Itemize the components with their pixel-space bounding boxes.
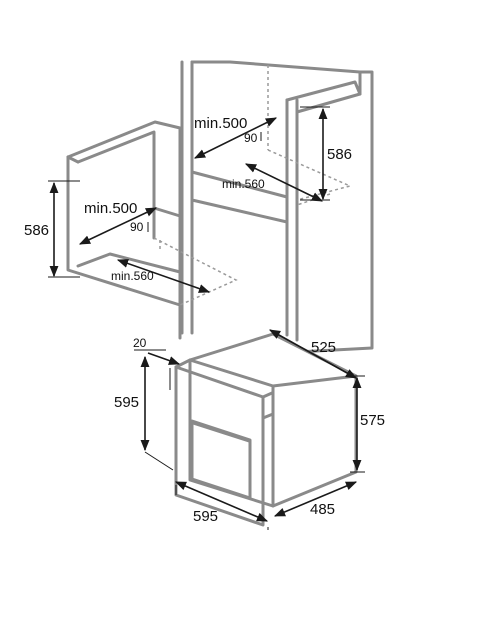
oven-body-depth-label: 485 — [310, 501, 335, 518]
left-min-depth-label: min.500 — [84, 200, 137, 217]
oven-front-height-label: 595 — [114, 394, 139, 411]
side-cabinet — [66, 120, 238, 340]
left-height-label: 586 — [24, 222, 49, 239]
oven-body-height-label: 575 — [360, 412, 385, 429]
tall-cabinet — [180, 60, 374, 354]
oven-top-depth-label: 525 — [311, 339, 336, 356]
oven-lip-label: 20 — [133, 336, 147, 350]
left-min-width-label: min.560 — [111, 269, 154, 283]
right-min-depth-label: min.500 — [194, 115, 247, 132]
right-height-label: 586 — [327, 146, 352, 163]
right-min-width-label: min.560 — [222, 177, 265, 191]
right-corner-label: 90 — [244, 131, 258, 145]
dimension-lines — [48, 106, 365, 530]
left-corner-label: 90 — [130, 220, 144, 234]
oven-front-width-label: 595 — [193, 508, 218, 525]
